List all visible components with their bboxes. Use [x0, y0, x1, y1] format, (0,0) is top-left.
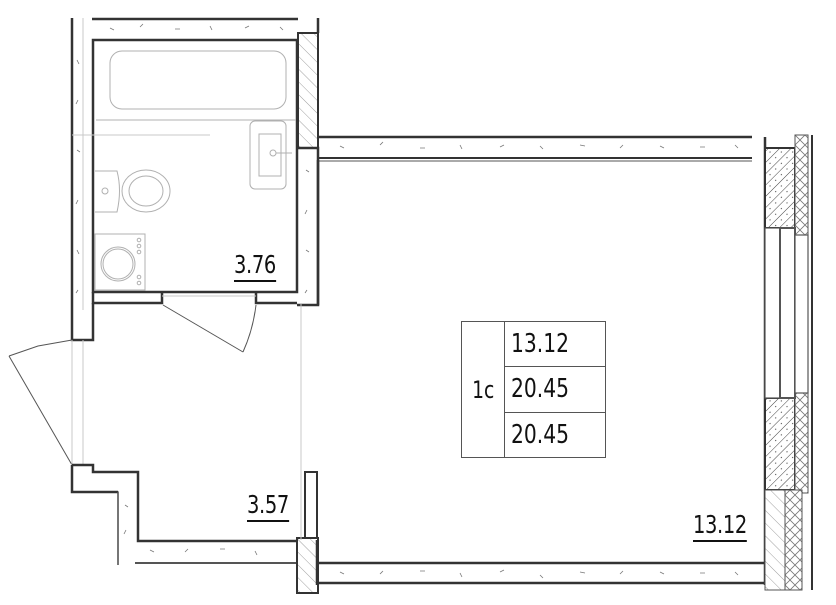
bathroom-area-label: 3.76 [234, 252, 276, 282]
apartment-code-cell: 1c [462, 322, 505, 457]
hallway-area-label: 3.57 [247, 492, 289, 522]
total-area-balcony-value: 20.45 [511, 419, 570, 450]
entrance-door-icon [8, 339, 84, 466]
room-area-label: 13.12 [693, 512, 747, 542]
total-area-cell: 20.45 [505, 367, 605, 413]
wall-texture [75, 23, 739, 579]
toilet-icon [95, 169, 171, 213]
bathroom-door-icon [162, 304, 257, 353]
living-area-value: 13.12 [511, 329, 570, 360]
hallway-walls [70, 303, 319, 594]
washing-machine-icon [94, 233, 146, 291]
bathtub-icon [96, 50, 296, 121]
apartment-summary-table: 1c 13.12 20.45 20.45 [461, 321, 606, 458]
window-icon [764, 227, 809, 399]
exterior-wall [764, 134, 813, 591]
bathroom-walls [70, 17, 320, 342]
room-walls [315, 135, 767, 585]
apartment-code: 1c [471, 375, 495, 404]
sink-icon [249, 120, 292, 190]
total-area-balcony-cell: 20.45 [505, 413, 605, 457]
total-area-value: 20.45 [511, 374, 570, 405]
living-area-cell: 13.12 [505, 322, 605, 368]
